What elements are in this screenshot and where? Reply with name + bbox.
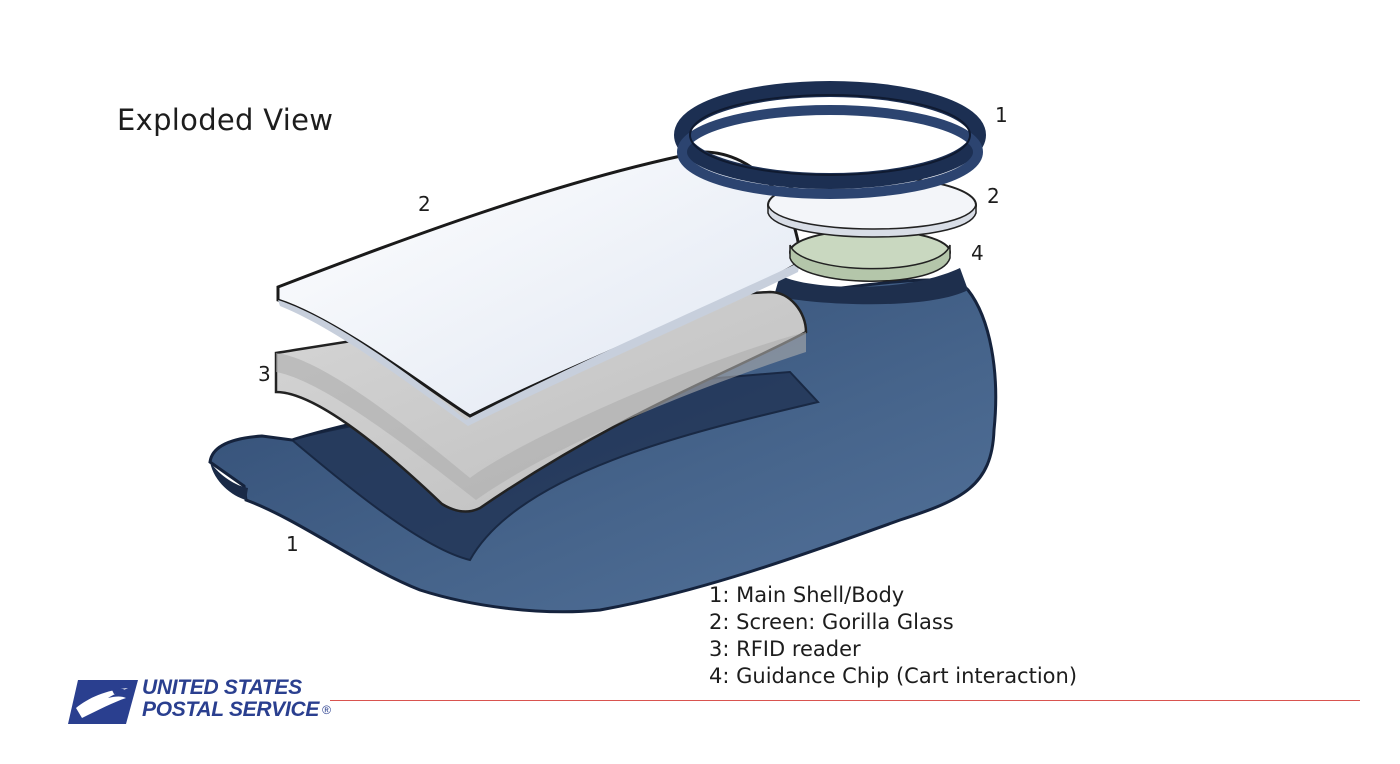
registered-mark: ® (322, 703, 331, 717)
label-chip-right: 4 (971, 241, 984, 265)
legend-item: 3: RFID reader (709, 636, 1077, 663)
label-shell-left: 1 (286, 532, 299, 556)
outer-ring (682, 89, 978, 194)
logo-line-1: UNITED STATES (142, 677, 331, 699)
label-glass-right: 2 (987, 184, 1000, 208)
legend-item: 1: Main Shell/Body (709, 582, 1077, 609)
label-ring-right: 1 (995, 103, 1008, 127)
label-rfid-left: 3 (258, 362, 271, 386)
component-legend: 1: Main Shell/Body 2: Screen: Gorilla Gl… (709, 582, 1077, 690)
legend-item: 4: Guidance Chip (Cart interaction) (709, 663, 1077, 690)
footer-rule (330, 700, 1360, 701)
usps-eagle-logo-icon (68, 680, 138, 724)
usps-wordmark: UNITED STATES POSTAL SERVICE® (142, 677, 331, 721)
label-screen-left: 2 (418, 192, 431, 216)
legend-item: 2: Screen: Gorilla Glass (709, 609, 1077, 636)
logo-line-2: POSTAL SERVICE (142, 698, 319, 721)
